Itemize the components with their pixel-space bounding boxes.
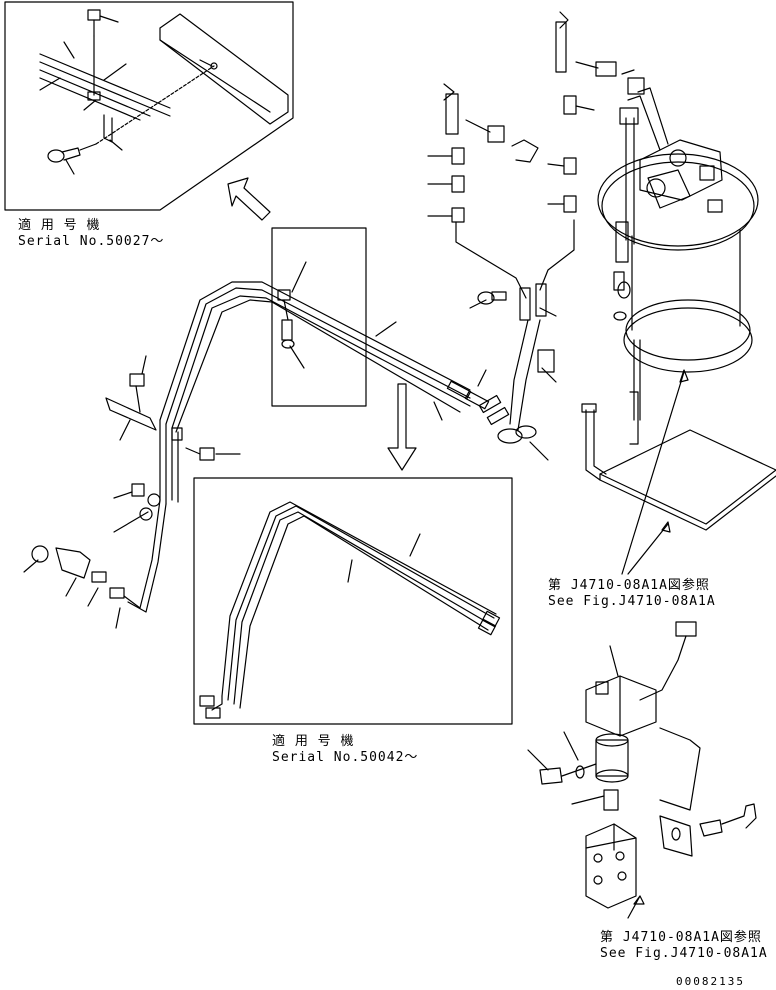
inset-top-applicability-label: 適 用 号 機 <box>18 218 101 233</box>
drawing-number: 00082135 <box>676 975 745 988</box>
ref-right-en: See Fig.J4710-08A1A <box>548 594 716 609</box>
inset-top-parts <box>39 9 289 175</box>
ref-right-jp: 第 J4710-08A1A図参照 <box>548 578 710 593</box>
ref-bottom-en: See Fig.J4710-08A1A <box>600 946 768 961</box>
arrow-to-top-inset <box>227 177 271 221</box>
detail-window <box>271 227 367 407</box>
main-pipe-assembly <box>23 261 549 629</box>
inset-top-frame <box>4 1 294 211</box>
ref-bottom-jp: 第 J4710-08A1A図参照 <box>600 930 762 945</box>
inset-mid-parts <box>199 501 501 719</box>
inset-top-serial-label: Serial No.50027～ <box>18 234 165 249</box>
ref-leaders-right <box>621 369 689 575</box>
inset-mid-frame <box>193 477 513 725</box>
arrow-to-mid-inset <box>387 383 417 471</box>
valve-assembly <box>527 621 757 919</box>
tank-assembly <box>427 11 776 531</box>
inset-mid-applicability-label: 適 用 号 機 <box>272 734 355 749</box>
inset-mid-serial-label: Serial No.50042～ <box>272 750 419 765</box>
